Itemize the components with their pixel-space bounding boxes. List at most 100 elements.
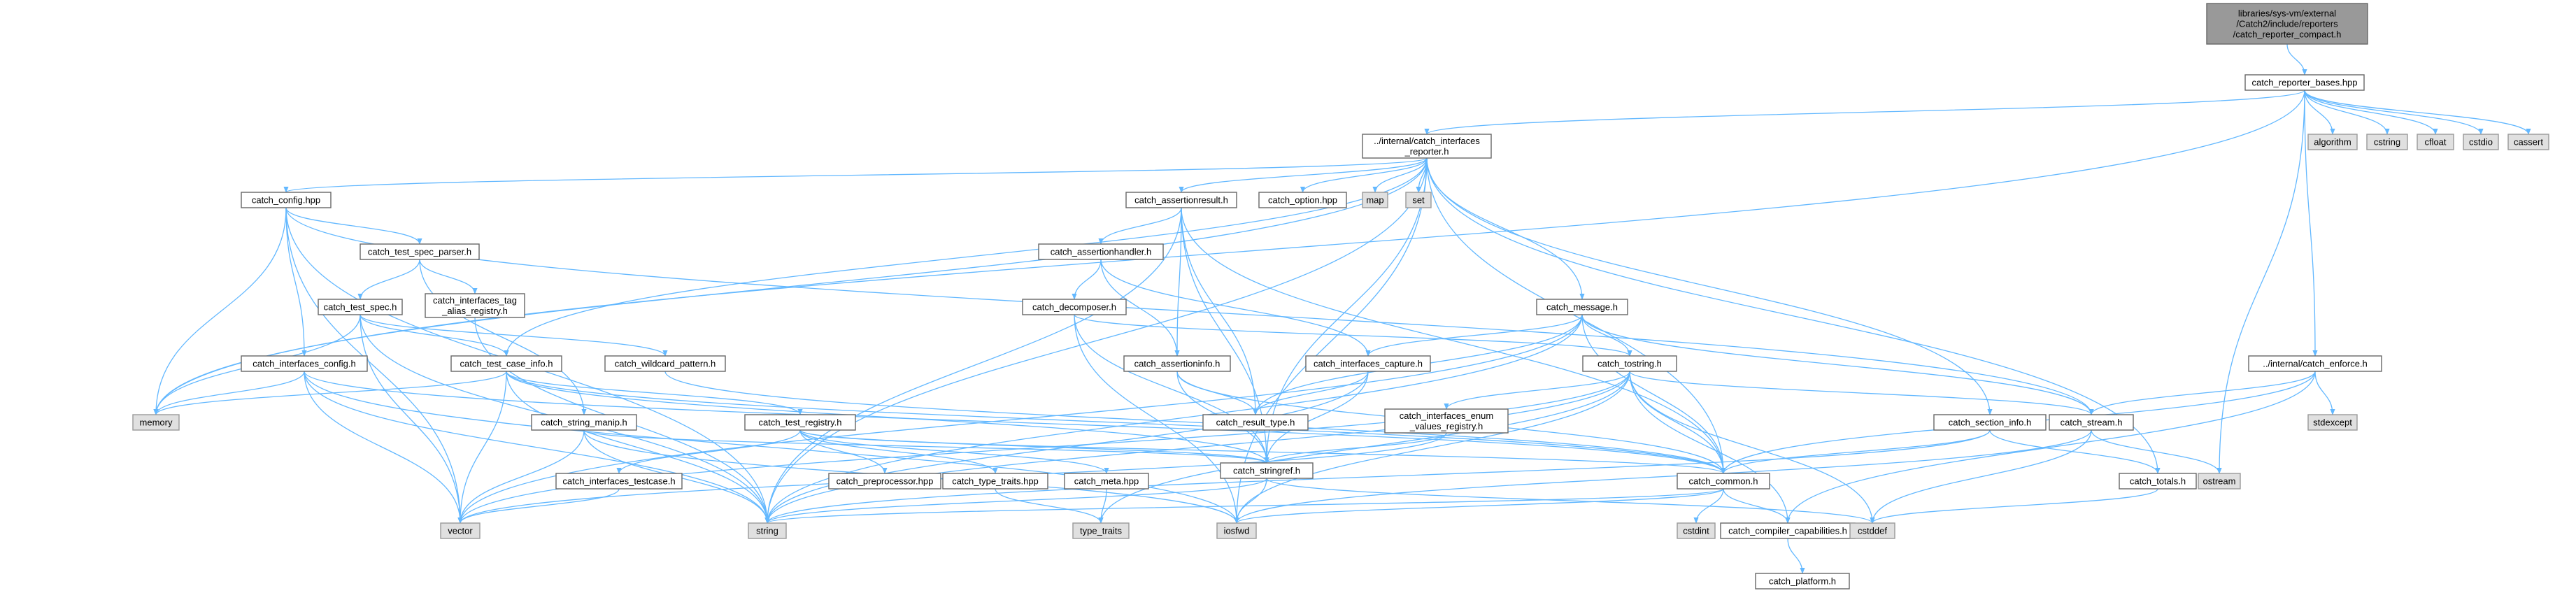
node-ostream[interactable]: ostream — [2198, 473, 2241, 490]
node-box — [241, 192, 332, 208]
node-label: string — [756, 526, 778, 536]
edge-assertionhandler-to-decomposer — [1072, 259, 1102, 300]
node-type-traits[interactable]: type_traits — [1072, 522, 1130, 539]
node-box — [1362, 192, 1388, 208]
edge-iface_reporter-to-config — [283, 157, 1428, 193]
node-box — [2244, 74, 2365, 91]
edge-tostring-to-enum_registry — [1444, 371, 1630, 410]
node-map[interactable]: map — [1362, 192, 1388, 208]
node-wildcard[interactable]: catch_wildcard_pattern.h — [604, 355, 726, 372]
node-platform[interactable]: catch_platform.h — [1755, 573, 1850, 590]
node-message[interactable]: catch_message.h — [1536, 299, 1628, 315]
node-testcase[interactable]: catch_interfaces_testcase.h — [555, 473, 683, 490]
node-result-type[interactable]: catch_result_type.h — [1202, 414, 1309, 431]
edge-assertionresult-to-assertioninfo — [1174, 207, 1182, 357]
node-iface-reporter[interactable]: ../internal/catch_interfaces_reporter.h — [1362, 134, 1492, 159]
node-label: type_traits — [1080, 526, 1122, 536]
node-cstring[interactable]: cstring — [2366, 134, 2408, 150]
node-memory[interactable]: memory — [132, 414, 180, 431]
node-section-info[interactable]: catch_section_info.h — [1933, 414, 2047, 431]
node-box — [1536, 299, 1628, 315]
node-compiler-caps[interactable]: catch_compiler_capabilities.h — [1720, 522, 1856, 539]
node-option[interactable]: catch_option.hpp — [1258, 192, 1347, 208]
edge-test_registry-to-preprocessor — [799, 429, 888, 474]
node-cstdint[interactable]: cstdint — [1677, 522, 1716, 539]
edge-message-to-common — [1581, 314, 1726, 474]
node-label: libraries/sys-vm/external — [2238, 8, 2336, 19]
node-reporter-bases[interactable]: catch_reporter_bases.hpp — [2244, 74, 2365, 91]
node-test-registry[interactable]: catch_test_registry.h — [744, 414, 856, 431]
edge-iface_reporter-to-map — [1372, 157, 1428, 193]
node-label: catch_common.h — [1689, 476, 1758, 487]
node-box — [360, 243, 480, 260]
node-test-case-info[interactable]: catch_test_case_info.h — [450, 355, 562, 372]
node-enum-registry[interactable]: catch_interfaces_enum_values_registry.h — [1384, 408, 1509, 434]
node-assertionhandler[interactable]: catch_assertionhandler.h — [1038, 243, 1164, 260]
node-interfaces-capture[interactable]: catch_interfaces_capture.h — [1305, 355, 1431, 372]
edge-internal_enforce-to-stdexcept — [2314, 371, 2335, 415]
node-cfloat[interactable]: cfloat — [2417, 134, 2454, 150]
node-box — [2366, 134, 2408, 150]
node-box — [2119, 473, 2197, 490]
node-assertionresult[interactable]: catch_assertionresult.h — [1125, 192, 1237, 208]
node-stream[interactable]: catch_stream.h — [2049, 414, 2134, 431]
node-cstdio[interactable]: cstdio — [2463, 134, 2499, 150]
node-interfaces-config[interactable]: catch_interfaces_config.h — [241, 355, 368, 372]
node-box — [1202, 414, 1309, 431]
edge-section_info-to-totals — [1989, 429, 2161, 474]
edge-test_registry-to-type_traits_hpp — [799, 429, 998, 474]
node-preprocessor[interactable]: catch_preprocessor.hpp — [828, 473, 941, 490]
node-iosfwd[interactable]: iosfwd — [1216, 522, 1257, 539]
node-label: catch_platform.h — [1769, 576, 1836, 587]
edge-test_case_info-to-common — [506, 371, 1726, 474]
edge-message-to-stream — [1581, 314, 2094, 415]
node-stdexcept[interactable]: stdexcept — [2307, 414, 2358, 431]
node-string-manip[interactable]: catch_string_manip.h — [531, 414, 637, 431]
edge-stream-to-cstddef — [1870, 429, 2092, 524]
edge-stream-to-ostream — [2091, 429, 2222, 474]
edge-string_manip-to-stringref — [583, 429, 1269, 464]
node-box — [1125, 192, 1237, 208]
node-label: catch_test_case_info.h — [460, 359, 553, 369]
node-string[interactable]: string — [748, 522, 787, 539]
node-cassert[interactable]: cassert — [2507, 134, 2549, 150]
edge-interfaces_config-to-vector — [304, 371, 463, 524]
edge-iface_reporter-to-totals — [1426, 157, 2161, 474]
node-label: memory — [140, 417, 173, 428]
node-internal-enforce[interactable]: ../internal/catch_enforce.h — [2248, 355, 2382, 372]
node-type-traits-hpp[interactable]: catch_type_traits.hpp — [942, 473, 1048, 490]
node-decomposer[interactable]: catch_decomposer.h — [1022, 299, 1127, 315]
edge-iface_reporter-to-message — [1426, 157, 1585, 300]
node-label: catch_config.hpp — [252, 195, 320, 206]
node-cstddef[interactable]: cstddef — [1849, 522, 1895, 539]
node-totals[interactable]: catch_totals.h — [2119, 473, 2197, 490]
node-algorithm[interactable]: algorithm — [2307, 134, 2358, 150]
node-set[interactable]: set — [1405, 192, 1432, 208]
edge-reporter_bases-to-algorithm — [2304, 90, 2335, 135]
edge-config-to-memory — [153, 207, 287, 415]
node-test-spec-parser[interactable]: catch_test_spec_parser.h — [360, 243, 480, 260]
node-label: catch_decomposer.h — [1032, 302, 1116, 313]
node-meta[interactable]: catch_meta.hpp — [1064, 473, 1149, 490]
node-test-spec[interactable]: catch_test_spec.h — [318, 299, 403, 315]
node-box — [1362, 134, 1492, 159]
node-common[interactable]: catch_common.h — [1677, 473, 1770, 490]
node-assertioninfo[interactable]: catch_assertioninfo.h — [1123, 355, 1231, 372]
edge-interfaces_capture-to-result_type — [1253, 371, 1369, 415]
edge-interfaces_config-to-memory — [153, 371, 305, 415]
node-tag-alias[interactable]: catch_interfaces_tag_alias_registry.h — [425, 293, 525, 318]
edge-iface_reporter-to-common — [1426, 157, 1726, 474]
node-config[interactable]: catch_config.hpp — [241, 192, 332, 208]
edge-assertionresult-to-string — [764, 207, 1182, 524]
edge-enum_registry-to-stringref — [1264, 432, 1447, 464]
node-label: cfloat — [2424, 137, 2446, 148]
node-stringref[interactable]: catch_stringref.h — [1220, 462, 1314, 479]
node-box — [744, 414, 856, 431]
node-tostring[interactable]: catch_tostring.h — [1582, 355, 1677, 372]
node-vector[interactable]: vector — [440, 522, 481, 539]
edge-section_info-to-common — [1721, 429, 1991, 474]
node-box — [450, 355, 562, 372]
node-label: catch_message.h — [1546, 302, 1618, 313]
node-label: _values_registry.h — [1409, 421, 1483, 431]
